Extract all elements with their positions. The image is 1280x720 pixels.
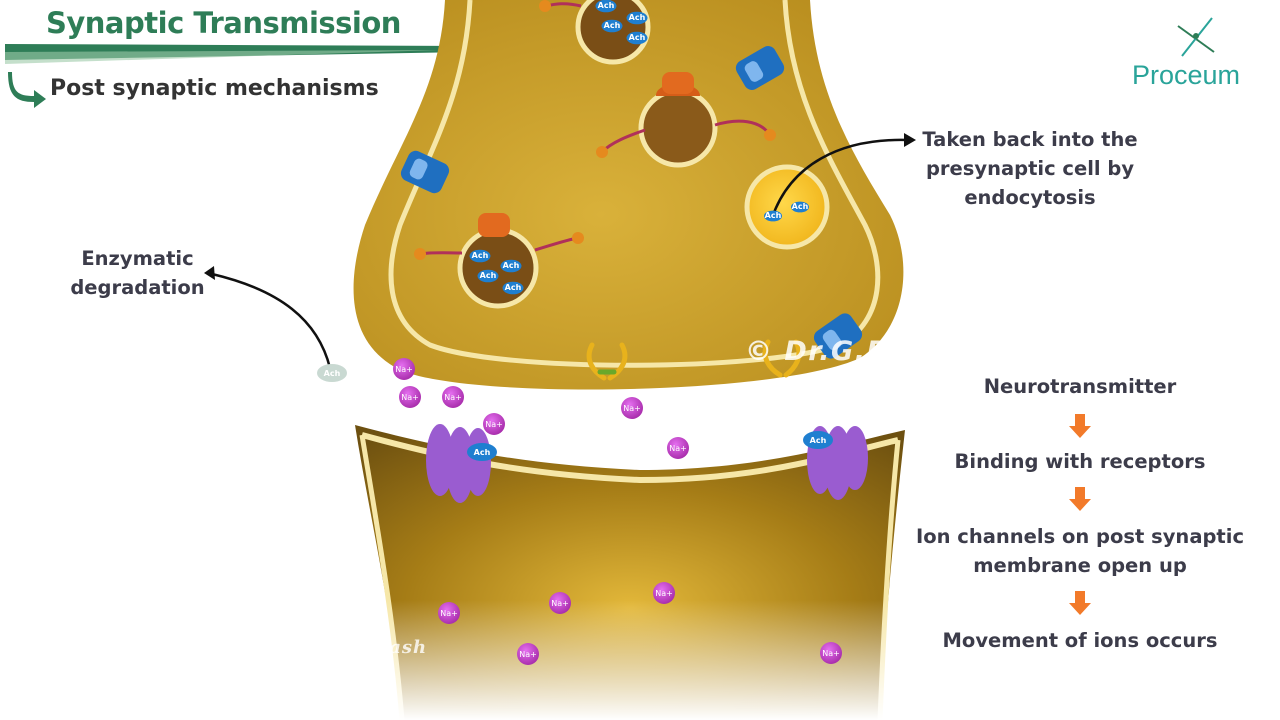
flow-step-text: Binding with receptors <box>954 450 1206 473</box>
sodium-ion-label: Na+ <box>655 589 673 598</box>
acetylcholine-label: Ach <box>472 251 489 260</box>
flow-step-ion-movement: Movement of ions occurs <box>900 626 1260 655</box>
endocytosis-arrowhead <box>904 133 916 147</box>
curved-arrow-icon <box>8 72 46 108</box>
flow-step-neurotransmitter: Neurotransmitter <box>900 372 1260 401</box>
acetylcholine-label: Ach <box>474 448 491 457</box>
transporter-left <box>400 150 450 194</box>
acetylcholine-molecule: Ach <box>791 201 809 213</box>
flow-step-text: membrane open up <box>973 554 1187 577</box>
sodium-ion: Na+ <box>393 358 415 380</box>
autoreceptor-right <box>762 339 802 378</box>
sodium-ion-label: Na+ <box>669 444 687 453</box>
acetylcholine-label: Ach <box>503 261 520 270</box>
sodium-ion-label: Na+ <box>551 599 569 608</box>
acetylcholine-label: Ach <box>505 283 522 292</box>
endocytosis-line-1: Taken back into the <box>922 128 1138 151</box>
enzymatic-label: Enzymatic degradation <box>55 244 220 302</box>
acetylcholine-molecule: Ach <box>500 259 522 273</box>
autoreceptor-center <box>586 342 628 381</box>
particle-layer: Na+Na+Na+Na+Na+Na+Na+Na+Na+Na+Na+AchAchA… <box>317 0 842 665</box>
sodium-ion: Na+ <box>621 397 643 419</box>
acetylcholine-molecule: Ach <box>317 364 347 382</box>
proceum-logo-icon <box>1177 17 1215 57</box>
acetylcholine-molecule: Ach <box>626 11 648 25</box>
acetylcholine-label: Ach <box>604 21 621 30</box>
transporter-top-right <box>735 46 785 90</box>
acetylcholine-label: Ach <box>792 202 809 211</box>
sodium-ion-label: Na+ <box>444 393 462 402</box>
acetylcholine-label: Ach <box>629 13 646 22</box>
receptor-left <box>426 424 491 503</box>
sodium-ion: Na+ <box>442 386 464 408</box>
sodium-ion-label: Na+ <box>822 649 840 658</box>
bottom-fade <box>340 600 930 720</box>
enzymatic-line-2: degradation <box>70 276 205 299</box>
sodium-ion-label: Na+ <box>623 404 641 413</box>
flow-step-binding: Binding with receptors <box>900 447 1260 476</box>
flow-step-ion-channels: Ion channels on post synaptic membrane o… <box>900 522 1260 580</box>
watermark-center: © Dr.G.Bhanu Prakash <box>745 336 1114 367</box>
acetylcholine-label: Ach <box>629 33 646 42</box>
acetylcholine-molecule: Ach <box>595 0 617 13</box>
brand-logo-text: Proceum <box>1132 60 1241 90</box>
endocytosis-arrow <box>770 138 909 219</box>
endocytosis-line-3: endocytosis <box>964 186 1096 209</box>
sodium-ion: Na+ <box>399 386 421 408</box>
sodium-ion: Na+ <box>549 592 571 614</box>
sodium-ion: Na+ <box>483 413 505 435</box>
enzymatic-arrow <box>211 272 332 369</box>
sodium-ion: Na+ <box>653 582 675 604</box>
sodium-ion-label: Na+ <box>440 609 458 618</box>
acetylcholine-molecule: Ach <box>502 281 524 295</box>
acetylcholine-molecule: Ach <box>626 31 648 45</box>
flow-step-text: Ion channels on post synaptic <box>915 525 1244 548</box>
title-ribbon-light <box>5 50 440 64</box>
sodium-ion-label: Na+ <box>519 650 537 659</box>
acetylcholine-molecule: Ach <box>764 210 782 222</box>
sodium-ion: Na+ <box>667 437 689 459</box>
vesicle-middle-empty <box>638 72 718 168</box>
acetylcholine-molecule: Ach <box>477 269 499 283</box>
enzymatic-arrowhead <box>204 266 215 280</box>
flow-step-text: Neurotransmitter <box>983 375 1177 398</box>
acetylcholine-label: Ach <box>810 436 827 445</box>
transporter-bottom-right <box>813 313 863 359</box>
acetylcholine-label: Ach <box>324 369 341 378</box>
presynaptic-membrane <box>388 0 881 368</box>
sodium-ion-label: Na+ <box>395 365 413 374</box>
tail-beads <box>414 0 776 260</box>
watermark-bottom: ©Copyright @Dr.G.Bhanu Prakash <box>50 637 428 658</box>
endocytosis-line-2: presynaptic cell by <box>925 157 1135 180</box>
endocytosis-label: Taken back into the presynaptic cell by … <box>905 125 1155 212</box>
down-arrow-icon <box>1069 487 1091 511</box>
acetylcholine-molecule: Ach <box>469 249 491 263</box>
sodium-ion-label: Na+ <box>485 420 503 429</box>
enzymatic-line-1: Enzymatic <box>81 247 194 270</box>
acetylcholine-molecule: Ach <box>803 431 833 449</box>
flow-step-text: Movement of ions occurs <box>942 629 1218 652</box>
acetylcholine-molecule: Ach <box>601 19 623 33</box>
endocytosis-vesicle <box>744 164 830 250</box>
page-subtitle: Post synaptic mechanisms <box>50 76 379 101</box>
sodium-ion: Na+ <box>820 642 842 664</box>
acetylcholine-label: Ach <box>598 1 615 10</box>
acetylcholine-molecule: Ach <box>467 443 497 461</box>
sodium-ion-label: Na+ <box>401 393 419 402</box>
page-title: Synaptic Transmission <box>46 6 401 40</box>
acetylcholine-label: Ach <box>480 271 497 280</box>
down-arrow-icon <box>1069 591 1091 615</box>
sodium-ion: Na+ <box>438 602 460 624</box>
down-arrow-icon <box>1069 414 1091 438</box>
sodium-ion: Na+ <box>517 643 539 665</box>
acetylcholine-label: Ach <box>765 211 782 220</box>
